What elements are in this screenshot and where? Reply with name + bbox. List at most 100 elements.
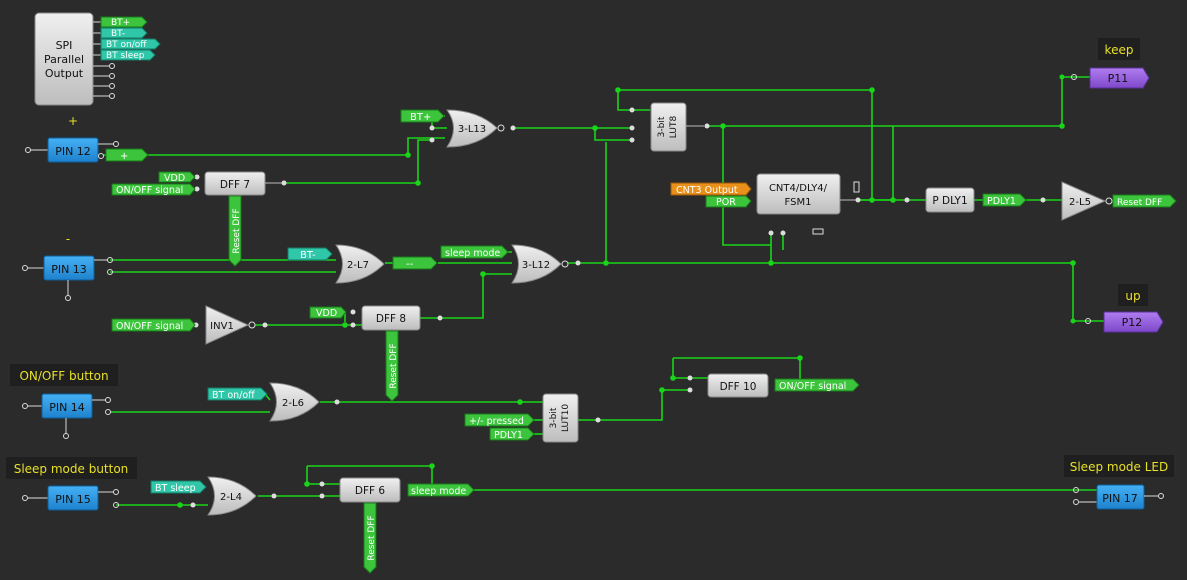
pin-14[interactable]: PIN 14 (22, 393, 111, 439)
pin-15-label: PIN 15 (55, 493, 91, 506)
keep-label: keep (1105, 43, 1134, 57)
tag-onoff-signal-dff7: ON/OFF signal (111, 183, 196, 196)
tag-pdly1-out: PDLY1 (982, 193, 1027, 207)
svg-text:PDLY1: PDLY1 (494, 430, 523, 441)
gate-2-l4[interactable]: 2-L4 (190, 476, 277, 516)
spi-line3: Output (45, 67, 84, 80)
tag-dashes: -- (392, 256, 438, 270)
sleep-led-label: Sleep mode LED (1070, 460, 1169, 474)
up-label: up (1125, 289, 1140, 303)
tag-sleep-mode-out: sleep mode (407, 483, 475, 497)
tag-cnt3-output: CNT3 Output (670, 182, 752, 196)
pin-17-label: PIN 17 (1102, 492, 1138, 505)
inv1-block[interactable]: INV1 (193, 305, 268, 345)
svg-text:BT-: BT- (111, 29, 125, 39)
gate-2-l6-label: 2-L6 (282, 398, 304, 409)
svg-text:ON/OFF signal: ON/OFF signal (116, 185, 183, 196)
svg-text:CNT3 Output: CNT3 Output (676, 185, 738, 196)
svg-text:sleep mode: sleep mode (411, 486, 466, 497)
gate-3-l13-label: 3-L13 (458, 124, 486, 135)
svg-text:Reset DFF: Reset DFF (367, 515, 377, 560)
svg-text:BT+: BT+ (410, 112, 431, 123)
p12-label: P12 (1122, 316, 1143, 329)
tag-plus: + (105, 148, 149, 162)
tag-bt-onoff-spi: BT on/off (100, 38, 161, 50)
cnt4-block[interactable]: CNT4/DLY4/ FSM1 (756, 173, 861, 236)
lut8-block[interactable]: 3-bit LUT8 (629, 102, 710, 152)
svg-text:PDLY1: PDLY1 (987, 196, 1016, 207)
pin-12-label: PIN 12 (55, 145, 91, 158)
tag-reset-dff8: Reset DFF (385, 330, 399, 402)
pin-17[interactable]: PIN 17 (1073, 484, 1164, 510)
gate-2-l6[interactable]: 2-L6 (269, 382, 340, 422)
pin-13[interactable]: PIN 13 (22, 255, 113, 301)
p11-label: P11 (1108, 72, 1129, 85)
pin-12[interactable]: PIN 12 (25, 137, 119, 163)
tag-bt-onoff: BT on/off (207, 387, 268, 401)
pin-p11[interactable]: P11 (1059, 67, 1150, 89)
pin-15[interactable]: PIN 15 (22, 485, 119, 511)
pdly1-label: P DLY1 (932, 195, 967, 207)
tag-onoff-signal-inv1: ON/OFF signal (111, 318, 196, 332)
tag-reset-dff6: Reset DFF (363, 502, 377, 574)
cnt4-line1: CNT4/DLY4/ (769, 183, 828, 194)
sleep-led-label-bg (1064, 455, 1174, 477)
gate-2-l5[interactable]: 2-L5 (1040, 181, 1113, 221)
lut8-line2: LUT8 (669, 116, 679, 139)
svg-text:ON/OFF signal: ON/OFF signal (779, 381, 846, 392)
svg-text:ON/OFF signal: ON/OFF signal (116, 321, 183, 332)
svg-text:BT-: BT- (300, 250, 316, 261)
lut10-block[interactable]: 3-bit LUT10 (542, 393, 601, 443)
svg-text:+: + (120, 151, 128, 162)
tag-bt-plus-spi: BT+ (100, 16, 148, 28)
tag-reset-dff-out: Reset DFF (1112, 194, 1177, 208)
pin-p12[interactable]: P12 (1070, 311, 1164, 333)
svg-text:POR: POR (716, 197, 736, 208)
dff8-block[interactable]: DFF 8 (350, 305, 443, 331)
svg-text:BT on/off: BT on/off (106, 40, 147, 50)
svg-text:Reset DFF: Reset DFF (389, 343, 399, 388)
tag-bt-minus: BT- (287, 247, 333, 261)
tag-bt-minus-spi: BT- (100, 27, 148, 39)
plus-label: + (68, 114, 78, 128)
lut10-line2: LUT10 (561, 404, 571, 432)
svg-text:Reset DFF: Reset DFF (1117, 198, 1162, 208)
dff7-label: DFF 7 (220, 179, 250, 191)
dff10-label: DFF 10 (720, 381, 757, 393)
lut8-line1: 3-bit (657, 116, 667, 137)
gate-2-l4-label: 2-L4 (220, 492, 242, 503)
svg-text:VDD: VDD (164, 173, 185, 184)
spi-block[interactable]: SPI Parallel Output (34, 12, 115, 106)
tag-reset-dff7: Reset DFF (228, 195, 242, 267)
svg-text:--: -- (406, 259, 414, 270)
up-label-bg (1118, 284, 1148, 306)
dff8-label: DFF 8 (376, 313, 406, 325)
lut10-line1: 3-bit (549, 407, 559, 428)
dff10-block[interactable]: DFF 10 (687, 373, 769, 398)
dff7-block[interactable]: DFF 7 (194, 171, 287, 196)
gate-3-l12-label: 3-L12 (522, 260, 550, 271)
dff6-block[interactable]: DFF 6 (319, 477, 401, 503)
sleep-button-label-bg (6, 457, 137, 479)
cnt4-line2: FSM1 (785, 197, 812, 208)
tag-por: POR (705, 195, 752, 208)
pdly1-block[interactable]: P DLY1 (904, 187, 975, 213)
svg-text:BT sleep: BT sleep (155, 483, 196, 494)
gate-2-l5-label: 2-L5 (1069, 197, 1091, 208)
tag-onoff-signal-out: ON/OFF signal (774, 378, 860, 392)
svg-text:Reset DFF: Reset DFF (232, 208, 242, 253)
onoff-button-label: ON/OFF button (19, 369, 108, 383)
onoff-button-label-bg (10, 364, 118, 386)
gate-2-l7[interactable]: 2-L7 (335, 244, 385, 284)
svg-text:sleep mode: sleep mode (445, 248, 500, 259)
svg-text:BT sleep: BT sleep (106, 51, 145, 61)
svg-text:BT+: BT+ (111, 18, 130, 28)
pin-13-label: PIN 13 (51, 263, 87, 276)
inv1-label: INV1 (210, 321, 234, 332)
tag-bt-plus: BT+ (400, 109, 445, 123)
keep-label-bg (1098, 38, 1140, 60)
tag-vdd-dff7: VDD (158, 171, 196, 184)
gate-3-l13[interactable]: 3-L13 (429, 109, 516, 148)
tag-pdly1-lut10: PDLY1 (489, 427, 535, 441)
gate-3-l12[interactable]: 3-L12 (511, 244, 581, 284)
